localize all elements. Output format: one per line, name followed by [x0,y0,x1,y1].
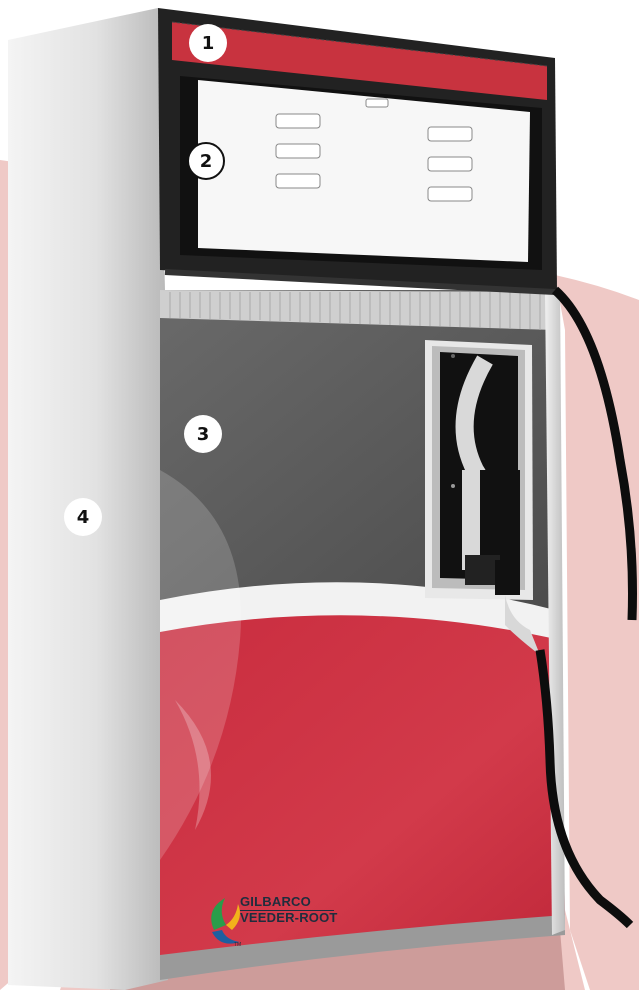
callout-3: 3 [184,415,222,453]
nozzle-holster [425,340,533,600]
brand-name-line1: GILBARCO [240,895,334,911]
callout-1: 1 [189,24,227,62]
brand-logo-text: GILBARCO VEEDER-ROOT [240,895,338,925]
callout-2: 2 [187,142,225,180]
brand-name-line2: VEEDER-ROOT [240,911,338,925]
trademark-mark: TM [234,942,241,948]
callout-4: 4 [64,498,102,536]
display-screen [198,80,530,262]
